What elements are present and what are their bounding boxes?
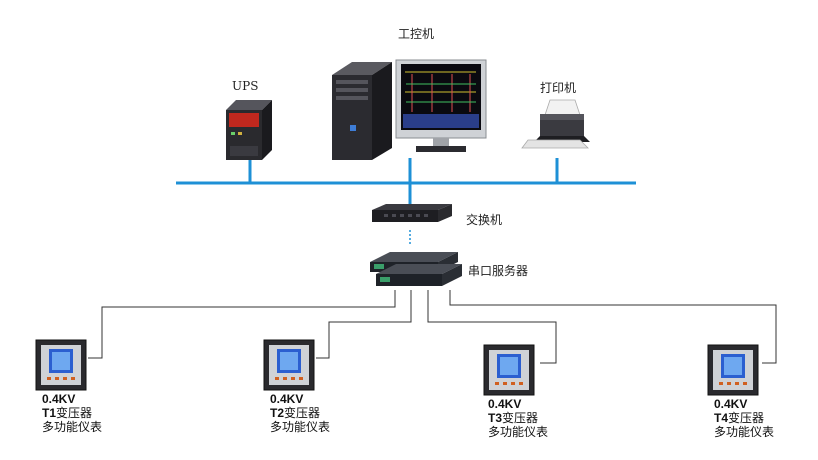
meter-voltage: 0.4KV xyxy=(270,392,304,406)
meter-transformer: 变压器 xyxy=(56,406,93,420)
ipc-tower-icon xyxy=(332,62,392,160)
wire-t4 xyxy=(449,290,777,364)
meter-t3-icon xyxy=(483,344,535,396)
meter-type: 多功能仪表 xyxy=(488,425,549,439)
ipc-monitor-icon xyxy=(395,59,487,152)
meter-voltage: 0.4KV xyxy=(714,397,748,411)
meter-transformer: 变压器 xyxy=(728,411,765,425)
ipc-label: 工控机 xyxy=(398,27,435,41)
rs485-wires xyxy=(88,290,777,364)
ups-label: UPS xyxy=(232,79,259,93)
meter-type: 多功能仪表 xyxy=(42,420,103,434)
meter-type: 多功能仪表 xyxy=(714,425,775,439)
wire-t1 xyxy=(88,290,396,359)
meter-type: 多功能仪表 xyxy=(270,420,331,434)
meter-t2-label: 0.4KV T2变压器 多功能仪表 xyxy=(270,392,330,434)
switch-label: 交换机 xyxy=(466,213,503,227)
meter-transformer: 变压器 xyxy=(284,406,321,420)
meter-t1-label: 0.4KV T1变压器 多功能仪表 xyxy=(42,392,102,434)
printer-icon xyxy=(521,99,590,149)
printer-label: 打印机 xyxy=(540,81,577,95)
switch-icon xyxy=(372,204,452,222)
meter-t3-label: 0.4KV T3变压器 多功能仪表 xyxy=(488,397,548,439)
meter-tag: T3 xyxy=(488,411,503,425)
wire-t3 xyxy=(427,290,557,364)
meter-tag: T4 xyxy=(714,411,729,425)
wire-t2 xyxy=(316,290,412,359)
serial-server-label: 串口服务器 xyxy=(468,264,529,278)
serial-server-icon xyxy=(370,252,462,286)
meter-t4-icon xyxy=(707,344,759,396)
meter-t4-label: 0.4KV T4变压器 多功能仪表 xyxy=(714,397,774,439)
ups-icon xyxy=(226,100,272,160)
meter-voltage: 0.4KV xyxy=(488,397,522,411)
meter-tag: T1 xyxy=(42,406,57,420)
meter-tag: T2 xyxy=(270,406,285,420)
meter-voltage: 0.4KV xyxy=(42,392,76,406)
meter-transformer: 变压器 xyxy=(502,411,539,425)
meter-t2-icon xyxy=(263,339,315,391)
meter-t1-icon xyxy=(35,339,87,391)
